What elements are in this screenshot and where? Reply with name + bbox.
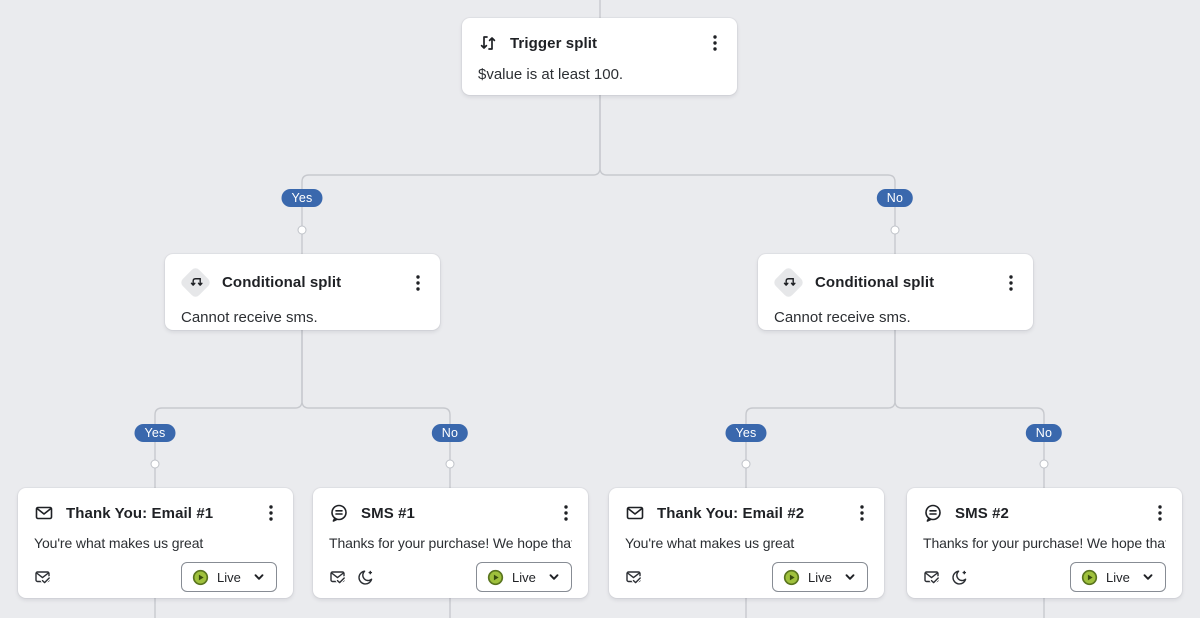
connector-dot (150, 459, 160, 469)
status-text: Live (512, 569, 536, 585)
kebab-menu-icon[interactable] (265, 503, 277, 523)
trigger-split-node[interactable]: Trigger split $value is at least 100. (462, 18, 737, 95)
branch-badge-yes: Yes (725, 424, 767, 442)
conditional-split-node-right[interactable]: Conditional split Cannot receive sms. (758, 254, 1033, 330)
node-description: $value is at least 100. (478, 66, 624, 83)
connector-dot (1039, 459, 1049, 469)
live-play-icon (192, 569, 209, 586)
quiet-hours-icon (950, 568, 968, 586)
email-node-2[interactable]: Thank You: Email #2 You're what makes us… (609, 488, 884, 598)
branch-badge-no: No (431, 424, 469, 442)
connector-dot (445, 459, 455, 469)
node-description: Cannot receive sms. (774, 309, 911, 326)
chevron-down-icon (1141, 570, 1155, 584)
quiet-hours-icon (356, 568, 374, 586)
smart-sending-icon (625, 568, 643, 586)
message-preview: Thanks for your purchase! We hope that .… (923, 535, 1166, 551)
node-title: Thank You: Email #1 (66, 504, 214, 522)
email-icon (34, 503, 54, 523)
kebab-menu-icon[interactable] (412, 273, 424, 293)
branch-badge-no: No (876, 189, 914, 207)
message-preview: You're what makes us great (34, 535, 204, 551)
chevron-down-icon (547, 570, 561, 584)
email-icon (625, 503, 645, 523)
kebab-menu-icon[interactable] (1005, 273, 1017, 293)
status-dropdown[interactable]: Live (772, 562, 868, 592)
connector-dot (741, 459, 751, 469)
smart-sending-icon (923, 568, 941, 586)
status-text: Live (808, 569, 832, 585)
conditional-split-node-left[interactable]: Conditional split Cannot receive sms. (165, 254, 440, 330)
node-description: Cannot receive sms. (181, 309, 318, 326)
sms-node-1[interactable]: SMS #1 Thanks for your purchase! We hope… (313, 488, 588, 598)
live-play-icon (487, 569, 504, 586)
node-title: Conditional split (222, 274, 342, 291)
status-text: Live (1106, 569, 1130, 585)
message-preview: Thanks for your purchase! We hope that .… (329, 535, 572, 551)
status-dropdown[interactable]: Live (476, 562, 572, 592)
kebab-menu-icon[interactable] (560, 503, 572, 523)
node-title: Trigger split (510, 34, 598, 52)
status-dropdown[interactable]: Live (1070, 562, 1166, 592)
node-title: Thank You: Email #2 (657, 504, 805, 522)
conditional-split-icon (179, 266, 212, 299)
status-dropdown[interactable]: Live (181, 562, 277, 592)
kebab-menu-icon[interactable] (856, 503, 868, 523)
node-title: SMS #2 (955, 504, 1009, 522)
chevron-down-icon (843, 570, 857, 584)
email-node-1[interactable]: Thank You: Email #1 You're what makes us… (18, 488, 293, 598)
branch-badge-yes: Yes (134, 424, 176, 442)
chevron-down-icon (252, 570, 266, 584)
branch-badge-no: No (1025, 424, 1063, 442)
node-title: SMS #1 (361, 504, 415, 522)
live-play-icon (1081, 569, 1098, 586)
sms-node-2[interactable]: SMS #2 Thanks for your purchase! We hope… (907, 488, 1182, 598)
branch-badge-yes: Yes (281, 189, 323, 207)
sms-icon (329, 503, 349, 523)
sms-icon (923, 503, 943, 523)
smart-sending-icon (329, 568, 347, 586)
connector-dot (890, 225, 900, 235)
smart-sending-icon (34, 568, 52, 586)
live-play-icon (783, 569, 800, 586)
message-preview: You're what makes us great (625, 535, 795, 551)
kebab-menu-icon[interactable] (709, 33, 721, 53)
conditional-split-icon (772, 266, 805, 299)
kebab-menu-icon[interactable] (1154, 503, 1166, 523)
connector-dot (297, 225, 307, 235)
trigger-split-icon (478, 33, 498, 53)
node-title: Conditional split (815, 274, 935, 291)
status-text: Live (217, 569, 241, 585)
